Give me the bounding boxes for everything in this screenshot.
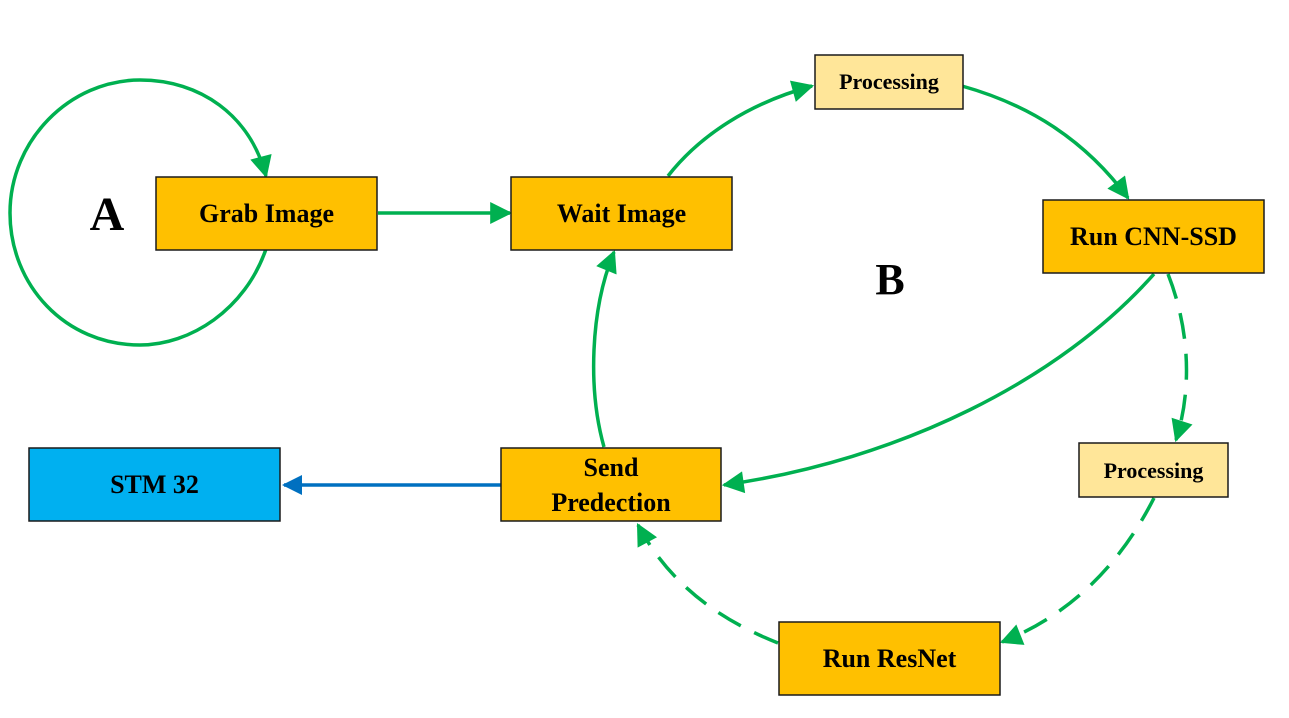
grab-image-label: Grab Image	[199, 199, 334, 228]
region-b-label: B	[875, 255, 904, 304]
send-prediction-node: Send Predection	[500, 447, 722, 522]
stm32-node: STM 32	[28, 447, 281, 522]
processing-to-resnet-dashed-edge	[999, 497, 1156, 645]
run-resnet-node: Run ResNet	[778, 621, 1001, 696]
send-prediction-label-line1: Send	[584, 453, 639, 482]
run-cnn-ssd-label: Run CNN-SSD	[1070, 222, 1237, 251]
wait-image-node: Wait Image	[510, 176, 733, 251]
processing-top-node: Processing	[814, 54, 964, 110]
processing-top-label: Processing	[839, 69, 939, 94]
run-cnn-ssd-node: Run CNN-SSD	[1042, 199, 1265, 274]
cnn-to-send-edge	[721, 272, 1156, 494]
wait-to-processing-edge	[666, 80, 815, 178]
resnet-to-send-dashed-edge	[636, 523, 779, 645]
run-resnet-label: Run ResNet	[823, 644, 957, 673]
stm32-label: STM 32	[110, 470, 199, 499]
processing-right-label: Processing	[1104, 458, 1204, 483]
send-to-wait-edge	[591, 249, 617, 448]
grab-image-node: Grab Image	[155, 176, 378, 251]
cnn-to-processing-dashed-edge	[1166, 273, 1193, 443]
send-prediction-label-line2: Predection	[551, 488, 671, 517]
region-a-label: A	[90, 188, 125, 241]
grab-image-loop-edge	[8, 78, 272, 347]
processing-to-cnn-edge	[961, 84, 1130, 200]
processing-right-node: Processing	[1078, 442, 1229, 498]
wait-image-label: Wait Image	[557, 199, 686, 228]
